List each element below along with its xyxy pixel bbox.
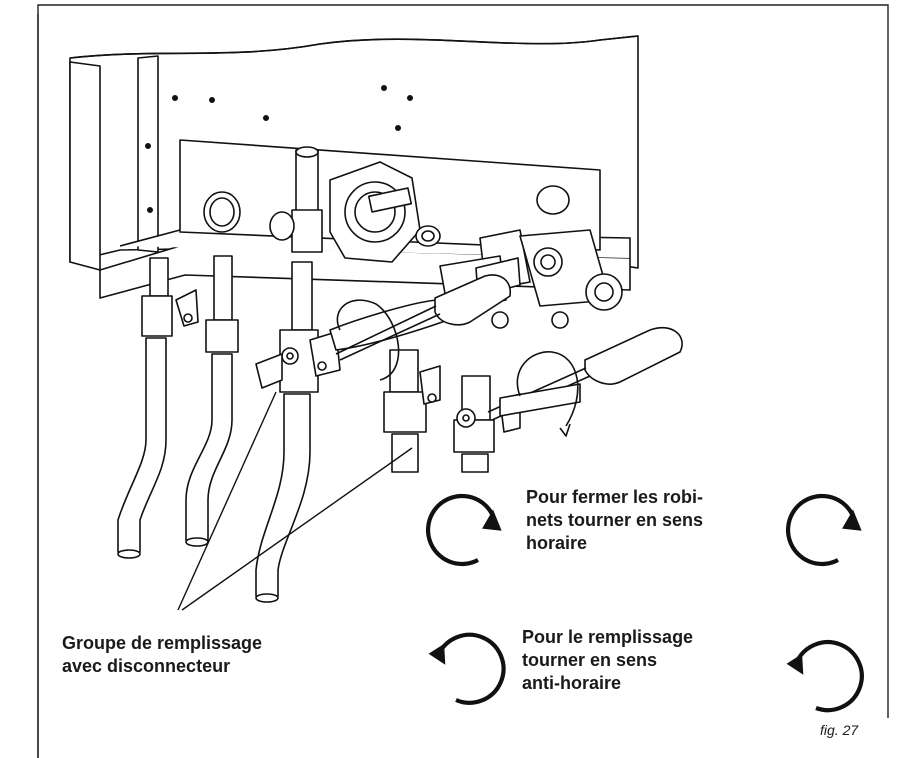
open-instruction-line: tourner en sens [522, 650, 658, 670]
filling-group-line: Groupe de remplissage [62, 633, 263, 653]
close-instruction: Pour fermer les robi- nets tourner en se… [526, 486, 703, 555]
filling-group-label: Groupe de remplissage avec disconnecteur [62, 632, 262, 678]
figure-number: fig. 27 [820, 722, 859, 738]
close-instruction-line: horaire [526, 533, 588, 553]
close-instruction-line: Pour fermer les robi- [526, 487, 704, 507]
open-instruction-line: Pour le remplissage [522, 627, 694, 647]
close-instruction-line: nets tourner en sens [526, 510, 704, 530]
filling-group-line: avec disconnecteur [62, 656, 231, 676]
open-instruction: Pour le remplissage tourner en sens anti… [522, 626, 693, 695]
open-instruction-line: anti-horaire [522, 673, 622, 693]
